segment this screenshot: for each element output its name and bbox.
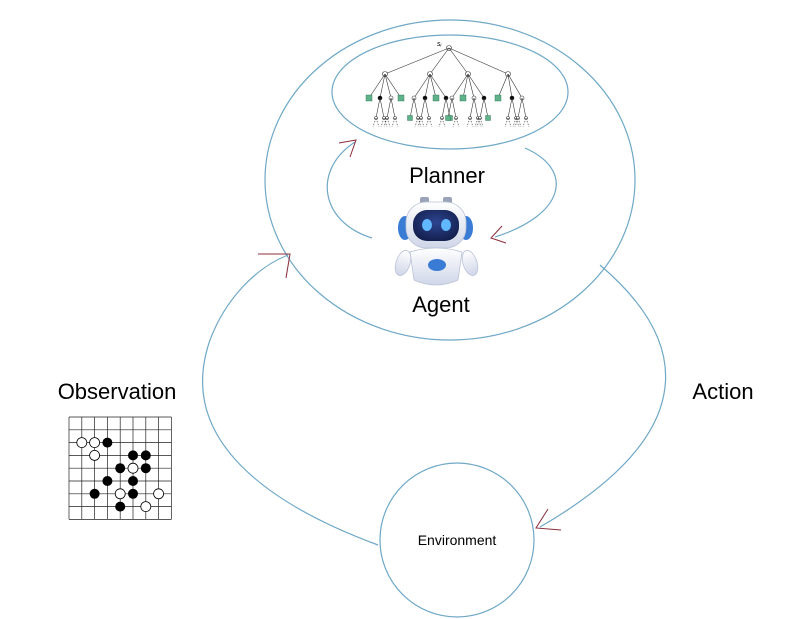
- agent-to-planner-arrowhead: [338, 139, 357, 158]
- robot-icon: [394, 197, 479, 286]
- black-stone: [115, 501, 126, 512]
- white-stone: [76, 437, 88, 449]
- white-stone: [89, 449, 100, 461]
- agent-boundary: [264, 19, 636, 341]
- go-board-icon: [68, 416, 172, 520]
- black-stone: [128, 450, 138, 461]
- action-arrow: [539, 264, 667, 528]
- action-label: Action: [692, 379, 753, 404]
- environment-label: Environment: [418, 532, 497, 548]
- white-stone: [127, 462, 139, 474]
- black-stone: [115, 463, 126, 474]
- agent-to-planner-arrow: [326, 141, 373, 239]
- black-stone: [140, 463, 151, 474]
- white-stone: [140, 501, 152, 513]
- black-stone: [102, 437, 113, 448]
- white-stone: [89, 437, 100, 449]
- white-stone: [114, 488, 126, 500]
- white-stone: [153, 488, 165, 500]
- black-stone: [128, 476, 138, 486]
- agent-label: Agent: [412, 292, 470, 317]
- black-stone: [140, 450, 151, 461]
- action-arrowhead: [535, 508, 562, 531]
- search-tree-icon: [365, 45, 530, 128]
- observation-arrow: [202, 254, 379, 546]
- black-stone: [128, 488, 138, 499]
- black-stone: [102, 476, 113, 486]
- planner-label: Planner: [409, 163, 485, 188]
- observation-label: Observation: [58, 379, 177, 404]
- tree-root-label: sᵢ: [437, 41, 442, 48]
- planner-to-agent-arrowhead: [490, 225, 507, 244]
- planner-boundary: [331, 34, 569, 150]
- observation-arrowhead: [258, 253, 291, 279]
- black-stone: [89, 488, 100, 499]
- environment-circle: [379, 462, 535, 618]
- planner-to-agent-arrow: [494, 147, 557, 238]
